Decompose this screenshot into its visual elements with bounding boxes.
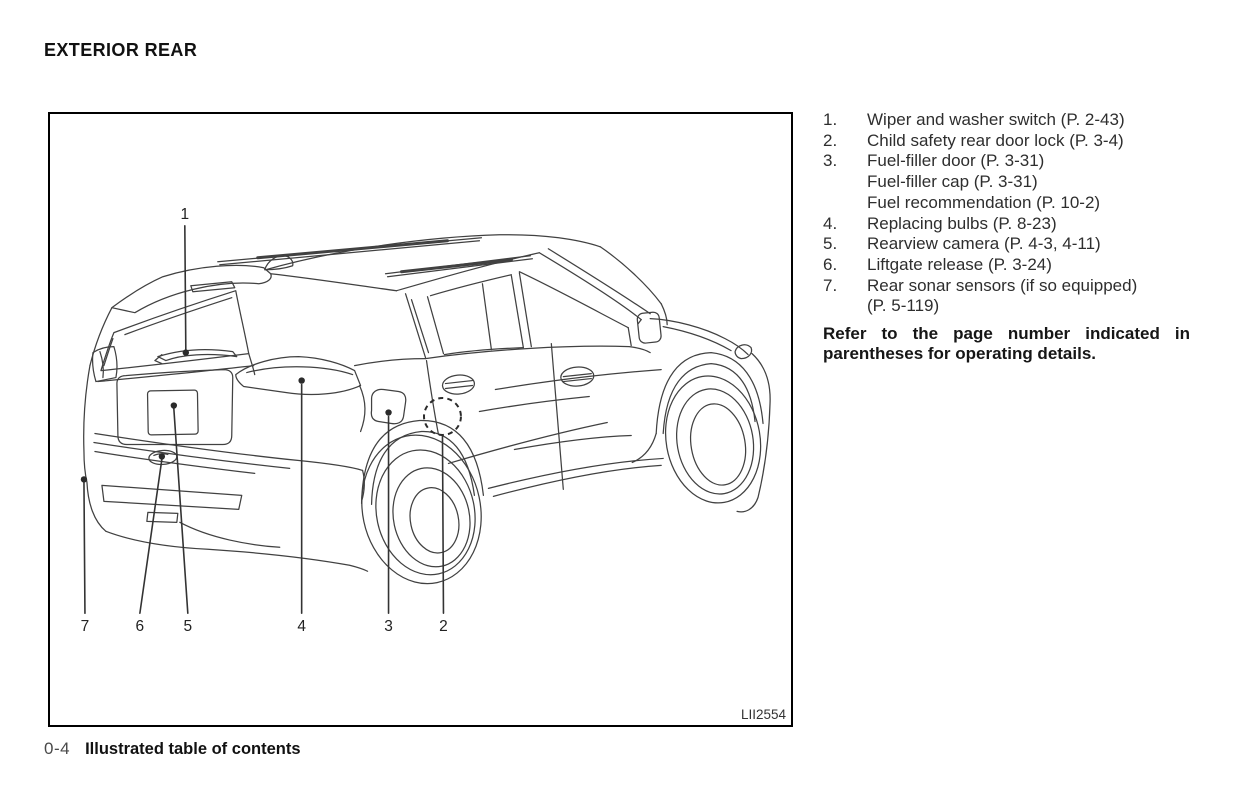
figure-code: LII2554 <box>741 707 786 722</box>
legend-row: 2. Child safety rear door lock (P. 3-4) <box>823 131 1190 152</box>
footer-page-number: 0-4 <box>44 739 71 758</box>
callout-label-2: 2 <box>439 618 448 635</box>
callout-line-5 <box>173 407 189 614</box>
page-title: EXTERIOR REAR <box>44 40 198 60</box>
legend-number: 6. <box>823 254 838 274</box>
callout-line-6 <box>139 458 163 614</box>
legend-number: 5. <box>823 234 838 254</box>
legend-note: Refer to the page number indicated in pa… <box>823 324 1190 363</box>
legend-text: Rearview camera (P. 4-3, 4-11) <box>867 234 1101 254</box>
legend-text: Liftgate release (P. 3-24) <box>867 254 1052 274</box>
callout-label-3: 3 <box>384 618 393 635</box>
footer-section-title: Illustrated table of contents <box>85 740 301 758</box>
car-illustration: 1 2 3 4 5 6 7 LII2554 <box>80 206 787 722</box>
legend-text: Rear sonar sensors (if so equipped) <box>867 275 1138 295</box>
legend-row: 4. Replacing bulbs (P. 8-23) <box>823 214 1190 235</box>
legend-row: 5. Rearview camera (P. 4-3, 4-11) <box>823 234 1190 255</box>
legend-text: Fuel recommendation (P. 10-2) <box>867 192 1101 212</box>
dashed-target-circle <box>422 397 462 436</box>
legend-text: Child safety rear door lock (P. 3-4) <box>867 130 1124 150</box>
legend-number: 2. <box>823 130 838 150</box>
legend-number: 1. <box>823 110 838 129</box>
legend-text: Fuel-filler cap (P. 3-31) <box>867 172 1038 192</box>
legend-number: 4. <box>823 213 838 233</box>
callout-line-7 <box>83 481 86 614</box>
callout-dot-6 <box>158 453 166 460</box>
callout-label-6: 6 <box>136 618 145 635</box>
legend-text: (P. 5-119) <box>867 296 940 316</box>
legend-text: Replacing bulbs (P. 8-23) <box>867 213 1057 233</box>
legend-row: 7. Rear sonar sensors (if so equipped) <box>823 276 1190 297</box>
callout-label-7: 7 <box>81 618 90 635</box>
callout-label-1: 1 <box>181 206 190 223</box>
legend-list: 1. Wiper and washer switch (P. 2-43) 2. … <box>823 110 1190 317</box>
legend-row: 6. Liftgate release (P. 3-24) <box>823 255 1190 276</box>
callout-dot-1 <box>182 349 190 356</box>
legend-number <box>823 172 867 193</box>
callout-dot-5 <box>170 402 178 409</box>
callout-dot-7 <box>80 476 88 483</box>
callout-dot-3 <box>385 409 392 416</box>
figure-box: 1 2 3 4 5 6 7 LII2554 <box>48 112 793 727</box>
legend-number <box>823 193 867 214</box>
legend-row: Fuel-filler cap (P. 3-31) <box>823 172 1190 193</box>
legend-number: 7. <box>823 275 838 295</box>
callout-labels: 1 2 3 4 5 6 7 <box>81 206 448 635</box>
callout-label-4: 4 <box>297 618 306 635</box>
legend-number <box>823 296 867 317</box>
callout-line-2 <box>441 434 445 614</box>
legend-text: Fuel-filler door (P. 3-31) <box>867 151 1045 171</box>
legend-row: (P. 5-119) <box>823 296 1190 317</box>
legend-row: 1. Wiper and washer switch (P. 2-43) <box>823 110 1190 131</box>
callout-dot-4 <box>298 377 305 384</box>
callout-line-1 <box>184 225 187 351</box>
legend-row: 3. Fuel-filler door (P. 3-31) <box>823 151 1190 172</box>
legend-text: Wiper and washer switch (P. 2-43) <box>867 110 1125 129</box>
legend-row: Fuel recommendation (P. 10-2) <box>823 193 1190 214</box>
legend-number: 3. <box>823 151 838 171</box>
callout-label-5: 5 <box>184 618 193 635</box>
page-footer: 0-4 Illustrated table of contents <box>44 739 301 759</box>
callout-dots <box>80 349 392 483</box>
callout-lines <box>83 225 445 614</box>
car-body <box>83 234 771 585</box>
